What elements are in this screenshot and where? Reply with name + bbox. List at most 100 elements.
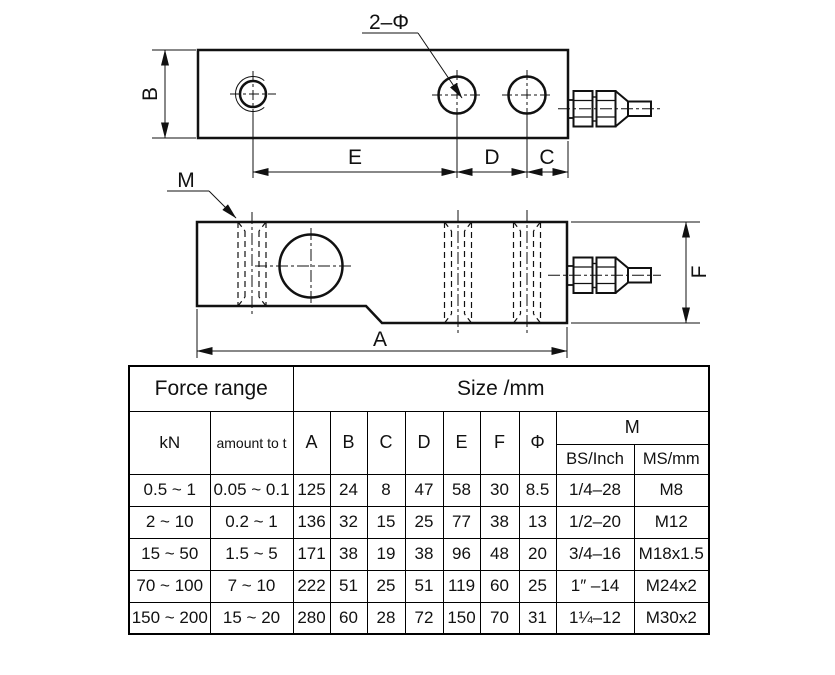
cell-f: 38	[479, 505, 520, 539]
cell-e: 77	[442, 505, 481, 539]
cell-a: 171	[292, 537, 331, 571]
cell-d: 51	[404, 569, 444, 603]
cell-e: 58	[442, 473, 481, 507]
threaded-hole-mid	[443, 221, 473, 324]
header-row-2: kN amount to t A B C D E F Φ M	[128, 410, 710, 475]
table-row: 15 ~ 50 1.5 ~ 5 171 38 19 38 96 48 20 3/…	[128, 537, 710, 571]
header-kn: kN	[128, 410, 211, 475]
cell-d: 25	[404, 505, 444, 539]
cell-t: 1.5 ~ 5	[209, 537, 294, 571]
cell-ms: M24x2	[633, 569, 710, 603]
cell-ms: M30x2	[633, 601, 710, 635]
cell-e: 96	[442, 537, 481, 571]
cell-kn: 2 ~ 10	[128, 505, 211, 539]
cell-ms: M12	[633, 505, 710, 539]
mounting-hole-left	[230, 71, 276, 117]
label-m: M	[177, 169, 195, 192]
cell-a: 280	[292, 601, 331, 635]
cell-a: 136	[292, 505, 331, 539]
top-view	[152, 32, 661, 178]
header-size-mm: Size /mm	[292, 365, 710, 412]
label-f: F	[688, 266, 711, 279]
dim-edc	[252, 112, 569, 178]
header-col-phi: Φ	[518, 410, 557, 475]
cell-f: 70	[479, 601, 520, 635]
cell-b: 32	[329, 505, 368, 539]
cell-phi: 8.5	[518, 473, 557, 507]
cell-phi: 25	[518, 569, 557, 603]
label-e: E	[348, 146, 362, 169]
cell-b: 60	[329, 601, 368, 635]
cell-ms: M8	[633, 473, 710, 507]
cell-kn: 150 ~ 200	[128, 601, 211, 635]
load-hole-middle	[432, 70, 482, 120]
leader-m	[167, 190, 237, 219]
header-col-d: D	[404, 410, 444, 475]
dim-f	[571, 221, 700, 324]
cell-e: 150	[442, 601, 481, 635]
label-c: C	[539, 146, 554, 169]
cell-a: 125	[292, 473, 331, 507]
header-ms-mm: MS/mm	[633, 443, 710, 475]
cell-b: 38	[329, 537, 368, 571]
cell-kn: 15 ~ 50	[128, 537, 211, 571]
spec-table: Force range Size /mm kN amount to t A B …	[128, 365, 711, 635]
label-d: D	[484, 146, 499, 169]
header-col-a: A	[292, 410, 331, 475]
cell-bs: 3/4–16	[555, 537, 635, 571]
dim-a	[196, 309, 568, 358]
cell-ms: M18x1.5	[633, 537, 710, 571]
dim-b	[152, 49, 196, 139]
cell-bs: 1/2–20	[555, 505, 635, 539]
header-m-group: M	[555, 410, 710, 445]
table-row: 2 ~ 10 0.2 ~ 1 136 32 15 25 77 38 13 1/2…	[128, 505, 710, 539]
cell-b: 51	[329, 569, 368, 603]
top-view-body	[196, 48, 570, 140]
table-row: 70 ~ 100 7 ~ 10 222 51 25 51 119 60 25 1…	[128, 569, 710, 603]
header-col-e: E	[442, 410, 481, 475]
header-col-c: C	[366, 410, 406, 475]
cell-c: 8	[366, 473, 406, 507]
label-2phi: 2–Φ	[369, 11, 409, 34]
threaded-hole-right	[512, 221, 542, 324]
cell-kn: 70 ~ 100	[128, 569, 211, 603]
header-force-range: Force range	[128, 365, 294, 412]
cell-t: 0.2 ~ 1	[209, 505, 294, 539]
table-row: 0.5 ~ 1 0.05 ~ 0.1 125 24 8 47 58 30 8.5…	[128, 473, 710, 507]
cell-f: 30	[479, 473, 520, 507]
cell-phi: 31	[518, 601, 557, 635]
cell-phi: 13	[518, 505, 557, 539]
cell-b: 24	[329, 473, 368, 507]
cell-d: 72	[404, 601, 444, 635]
cell-c: 19	[366, 537, 406, 571]
side-view	[167, 190, 700, 358]
cell-c: 15	[366, 505, 406, 539]
cell-c: 25	[366, 569, 406, 603]
header-row-1: Force range Size /mm	[128, 365, 710, 412]
cell-f: 60	[479, 569, 520, 603]
header-col-b: B	[329, 410, 368, 475]
cell-kn: 0.5 ~ 1	[128, 473, 211, 507]
table-row: 150 ~ 200 15 ~ 20 280 60 28 72 150 70 31…	[128, 601, 710, 635]
cell-bs: 1/4–28	[555, 473, 635, 507]
cell-f: 48	[479, 537, 520, 571]
drawing-canvas: 2–Φ B E D C M A F	[139, 11, 711, 358]
threaded-hole-left	[237, 221, 267, 307]
load-hole-right	[502, 70, 552, 120]
cell-c: 28	[366, 601, 406, 635]
cell-bs: 1″ –14	[555, 569, 635, 603]
side-view-body	[195, 220, 569, 325]
cell-d: 47	[404, 473, 444, 507]
label-b: B	[139, 87, 162, 101]
cell-t: 7 ~ 10	[209, 569, 294, 603]
cell-t: 15 ~ 20	[209, 601, 294, 635]
cell-a: 222	[292, 569, 331, 603]
cell-phi: 20	[518, 537, 557, 571]
header-col-f: F	[479, 410, 520, 475]
cell-d: 38	[404, 537, 444, 571]
header-bs-inch: BS/Inch	[555, 443, 635, 475]
center-hole	[255, 228, 352, 305]
label-a: A	[373, 328, 387, 351]
cell-t: 0.05 ~ 0.1	[209, 473, 294, 507]
